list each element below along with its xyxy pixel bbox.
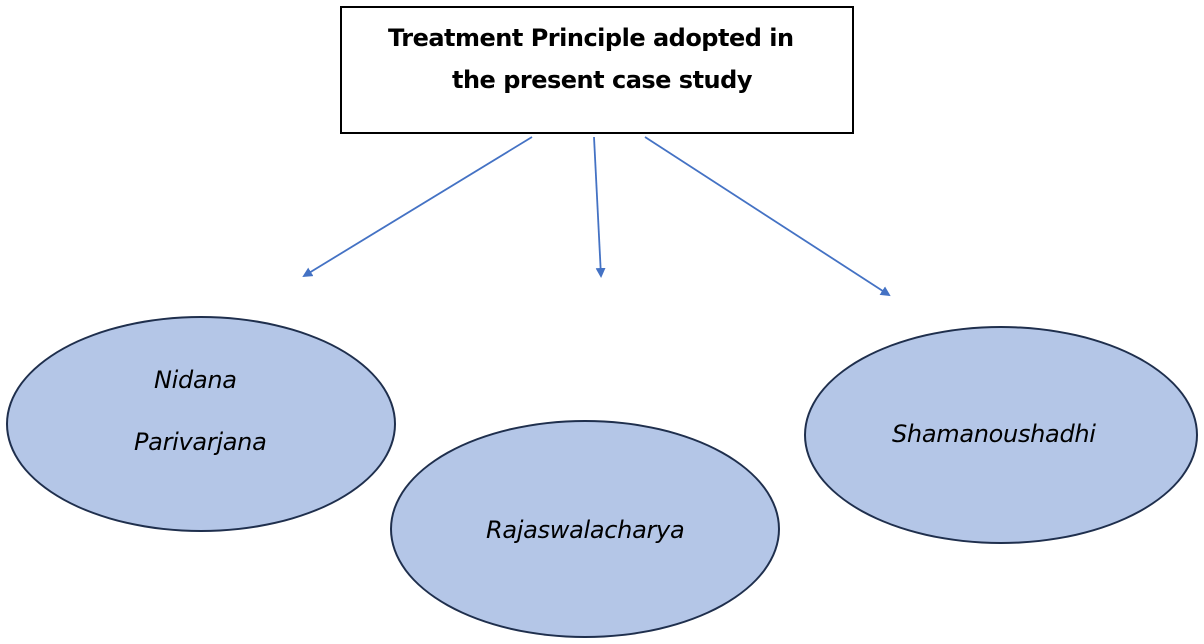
title-box: Treatment Principle adopted in the prese… — [340, 6, 854, 134]
node-label-rajaswalacharya: Rajaswalacharya — [486, 516, 685, 544]
node-label-nidana: Nidana — [154, 366, 237, 394]
title-line-2: the present case study — [452, 66, 752, 94]
node-label-shamanoushadhi: Shamanoushadhi — [892, 420, 1096, 448]
arrow-to-rajaswalacharya — [593, 136, 606, 278]
node-label-parivarjana: Parivarjana — [134, 428, 267, 456]
arrow-to-nidana-parivarjana — [302, 136, 533, 278]
node-rajaswalacharya — [390, 420, 780, 638]
title-line-1: Treatment Principle adopted in — [388, 24, 794, 52]
node-shamanoushadhi — [804, 326, 1198, 544]
arrow-to-shamanoushadhi — [644, 136, 891, 297]
node-nidana-parivarjana — [6, 316, 396, 532]
